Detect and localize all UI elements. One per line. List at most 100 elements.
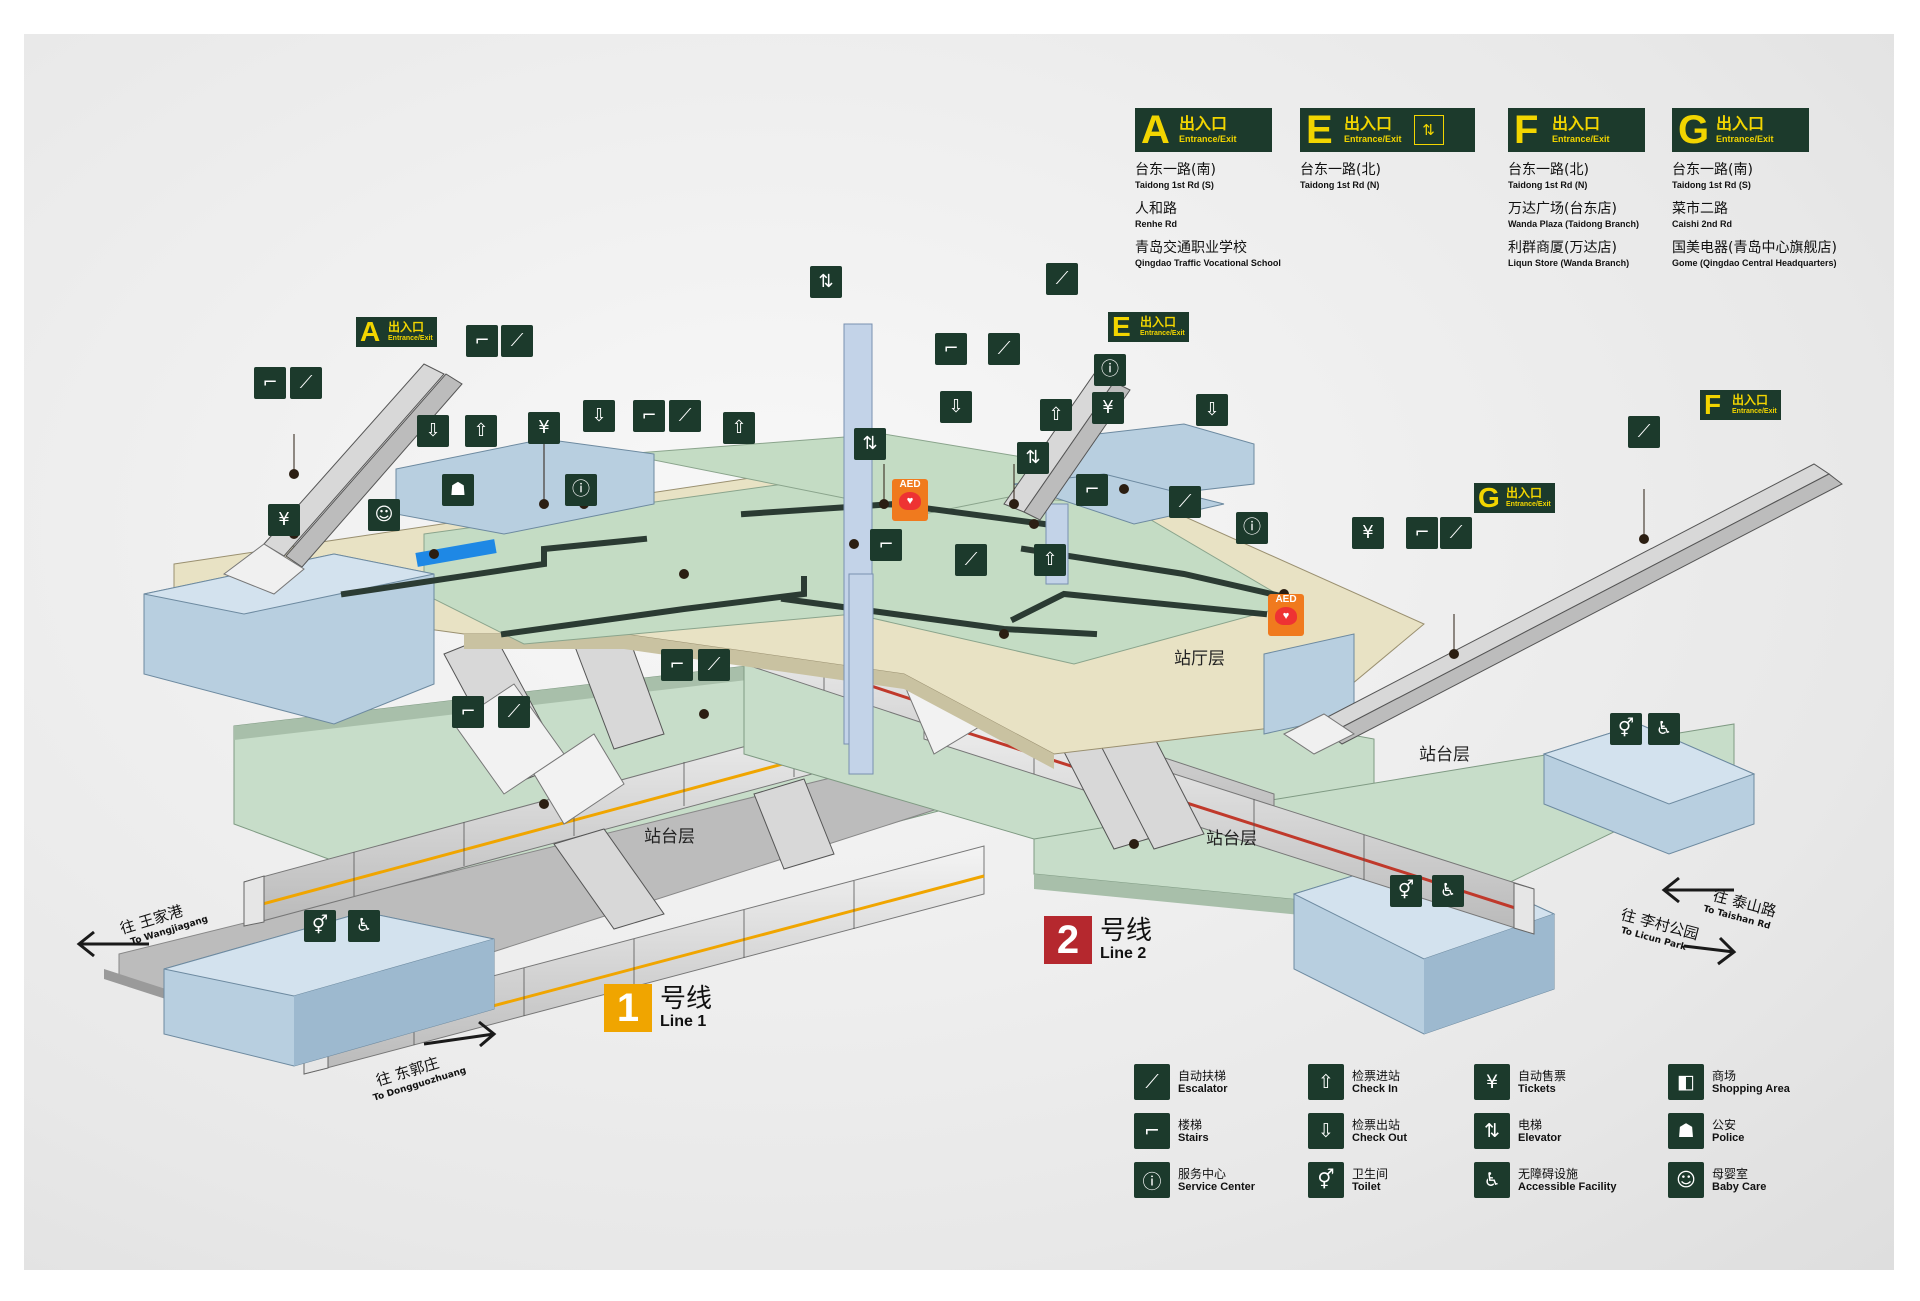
toilet-icon: ⚥ — [1610, 713, 1642, 745]
destination-cn: 菜市二路 — [1672, 201, 1728, 217]
legend-label-cn: 检票出站 — [1352, 1117, 1401, 1132]
line1-cn: 号线 — [660, 984, 713, 1014]
line1-badge: 1 号线 Line 1 — [604, 984, 712, 1032]
service-center-icon: ⓘ — [1134, 1162, 1170, 1198]
police-icon: ☗ — [442, 474, 474, 506]
service-center-icon: ⓘ — [1236, 512, 1268, 544]
stairs-icon: ⌐ — [1134, 1113, 1170, 1149]
legend-label-cn: 母婴室 — [1712, 1166, 1749, 1181]
legend-label-en: Shopping Area — [1712, 1082, 1790, 1095]
legend-label-cn: 商场 — [1712, 1068, 1737, 1083]
exit-label-en: Entrance/Exit — [1716, 134, 1774, 144]
destination-en: Taidong 1st Rd (N) — [1300, 180, 1380, 190]
line2-cn: 号线 — [1100, 916, 1153, 946]
check-in-icon: ⇧ — [1040, 399, 1072, 431]
check-out-icon: ⇩ — [583, 400, 615, 432]
destination-cn: 台东一路(南) — [1672, 162, 1753, 178]
destination-en: Taidong 1st Rd (S) — [1672, 180, 1751, 190]
exit-destination: 台东一路(北)Taidong 1st Rd (N) — [1508, 162, 1708, 191]
exit-destination: 台东一路(南)Taidong 1st Rd (S) — [1135, 162, 1335, 191]
destination-cn: 国美电器(青岛中心旗舰店) — [1672, 240, 1837, 256]
elevator-icon: ⇅ — [1474, 1113, 1510, 1149]
exit-label-cn: 出入口 — [1344, 114, 1393, 133]
destination-cn: 台东一路(北) — [1300, 162, 1381, 178]
escalator-icon: ⟋ — [1628, 416, 1660, 448]
toilet-icon: ⚥ — [1390, 875, 1422, 907]
destination-cn: 万达广场(台东店) — [1508, 201, 1617, 217]
ticket-machine-icon: ¥ — [1092, 392, 1124, 424]
floor-label-platform-2: 站台层 — [1419, 745, 1470, 765]
destination-en: Caishi 2nd Rd — [1672, 219, 1733, 229]
heart-icon: ♥ — [899, 492, 921, 510]
exit-letter: E — [1306, 108, 1333, 152]
legend-label-en: Police — [1712, 1131, 1745, 1144]
destination-cn: 台东一路(北) — [1508, 162, 1589, 178]
legend-label-cn: 公安 — [1712, 1117, 1737, 1132]
stairs-icon: ⌐ — [254, 367, 286, 399]
floor-label-platform-1: 站台层 — [644, 827, 695, 847]
wheelchair-icon: ♿ — [1474, 1162, 1510, 1198]
ticket-machine-icon: ¥ — [268, 504, 300, 536]
concourse-left-block — [143, 553, 435, 725]
escalator-icon: ⟋ — [290, 367, 322, 399]
aed-sign: AED♥ — [1268, 594, 1304, 636]
floor-label-platform-3: 站台层 — [1206, 829, 1257, 849]
escalator-icon: ⟋ — [698, 649, 730, 681]
destination-cn: 利群商厦(万达店) — [1508, 240, 1617, 256]
legend-label-en: Escalator — [1178, 1082, 1228, 1095]
baby-care-icon: ☺ — [1668, 1162, 1704, 1198]
service-center-icon: ⓘ — [1094, 354, 1126, 386]
ticket-machine-icon: ¥ — [528, 412, 560, 444]
destination-en: Qingdao Traffic Vocational School — [1135, 258, 1281, 268]
heart-icon: ♥ — [1275, 607, 1297, 625]
exit-letter: G — [1678, 108, 1710, 152]
legend-label-cn: 楼梯 — [1178, 1117, 1203, 1132]
station-map: 站厅层 站台层 站台层 站台层 往 王家港 To Wangjiagang 往 东… — [24, 34, 1894, 1270]
ticket-machine-icon: ¥ — [1474, 1064, 1510, 1100]
stairs-icon: ⌐ — [1406, 517, 1438, 549]
ticket-counter — [415, 539, 497, 567]
escalator-icon: ⟋ — [669, 400, 701, 432]
stairs-icon: ⌐ — [1076, 474, 1108, 506]
line1-toilet-block — [163, 911, 495, 1067]
legend-label-en: Toilet — [1352, 1180, 1381, 1193]
exit-destination: 国美电器(青岛中心旗舰店)Gome (Qingdao Central Headq… — [1672, 240, 1872, 269]
stairs-icon: ⌐ — [466, 325, 498, 357]
destination-en: Wanda Plaza (Taidong Branch) — [1508, 219, 1640, 229]
escalator-icon: ⟋ — [498, 696, 530, 728]
stairs-icon: ⌐ — [633, 400, 665, 432]
stairs-icon: ⌐ — [870, 529, 902, 561]
stairs-icon: ⌐ — [935, 333, 967, 365]
check-out-icon: ⇩ — [1196, 394, 1228, 426]
direction-arrows — [76, 876, 1737, 1048]
elevator-icon: ⇅ — [1413, 115, 1444, 145]
legend-label-cn: 检票进站 — [1352, 1068, 1401, 1083]
destination-en: Liqun Store (Wanda Branch) — [1508, 258, 1630, 268]
exit-label-en: Entrance/Exit — [1344, 134, 1402, 144]
check-out-icon: ⇩ — [940, 391, 972, 423]
check-in-icon: ⇧ — [465, 415, 497, 447]
exit-label-en: Entrance/Exit — [1179, 134, 1237, 144]
escalator-icon: ⟋ — [1134, 1064, 1170, 1100]
line2-toilet-block-far — [1542, 723, 1756, 855]
exit-letter: F — [1514, 108, 1539, 152]
destination-en: Renhe Rd — [1135, 219, 1178, 229]
shopping-bag-icon: ◧ — [1668, 1064, 1704, 1100]
line2-en: Line 2 — [1100, 945, 1147, 962]
floor-label-concourse: 站厅层 — [1174, 649, 1225, 669]
